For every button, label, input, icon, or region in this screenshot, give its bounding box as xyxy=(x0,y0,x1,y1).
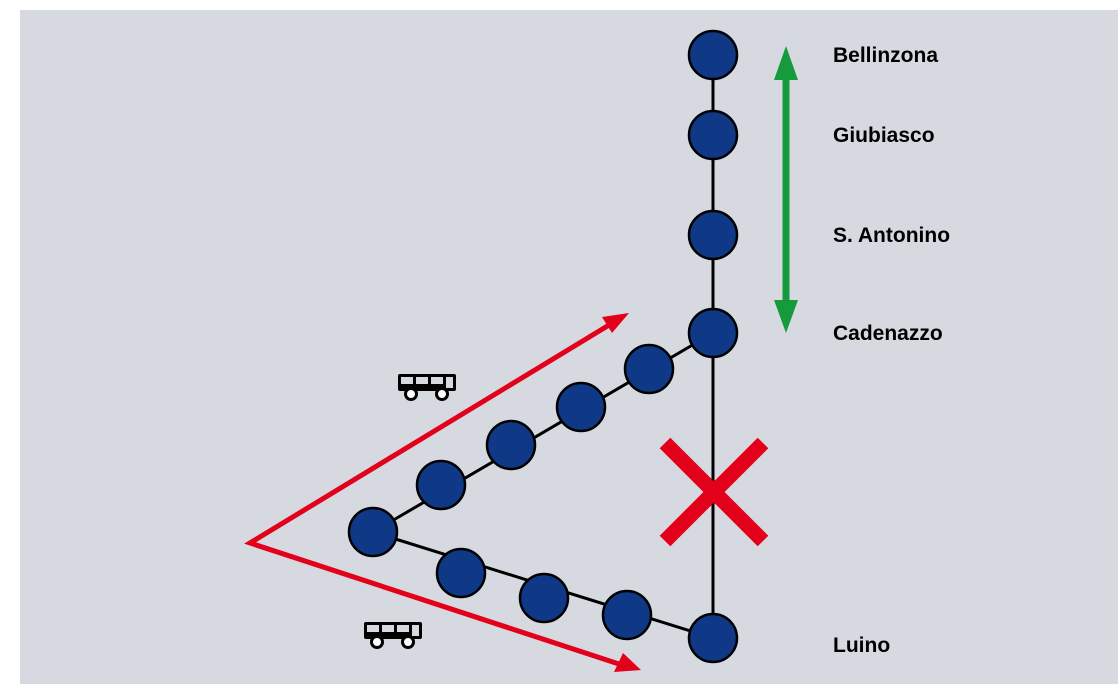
station-bellinzona xyxy=(687,29,739,81)
bus-detour-arrow xyxy=(244,313,641,672)
station-label-luino: Luino xyxy=(833,634,890,657)
bus-icon xyxy=(398,374,456,401)
station-label-cadenazzo: Cadenazzo xyxy=(833,322,943,345)
bus-icon xyxy=(364,622,422,649)
arrowhead-down xyxy=(614,653,641,672)
station-label-giubiasco: Giubiasco xyxy=(833,124,935,147)
station-label-bellinzona: Bellinzona xyxy=(833,44,938,67)
station-luino xyxy=(687,612,739,664)
station-label-s-antonino: S. Antonino xyxy=(833,224,950,247)
bus-stop xyxy=(518,572,570,624)
bus-stop xyxy=(347,506,399,558)
bus-stop xyxy=(485,419,537,471)
arrow-icon xyxy=(244,319,623,668)
bus-stop xyxy=(435,547,487,599)
bus-stop xyxy=(415,459,467,511)
bus-stop xyxy=(601,589,653,641)
arrowhead-up xyxy=(602,313,629,333)
cross-icon xyxy=(659,437,769,547)
bus-stop xyxy=(555,381,607,433)
bus-stop xyxy=(623,343,675,395)
station-cadenazzo xyxy=(687,307,739,359)
double-arrow-icon xyxy=(774,46,798,333)
station-s-antonino xyxy=(687,209,739,261)
station-giubiasco xyxy=(687,109,739,161)
